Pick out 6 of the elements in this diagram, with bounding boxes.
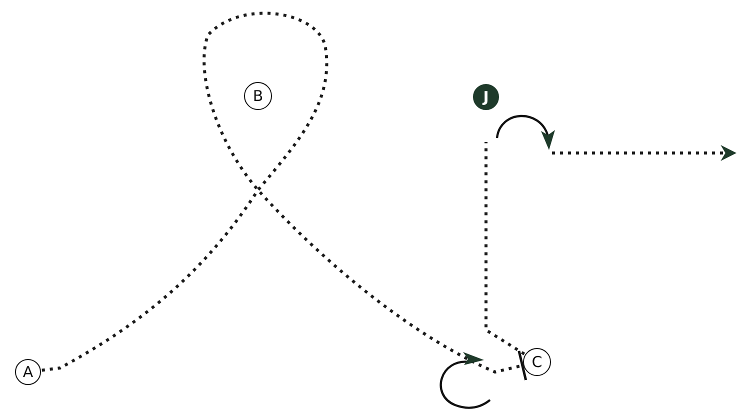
- player-path: [484, 140, 737, 356]
- player-marker: A: [15, 359, 41, 385]
- player-marker: C: [523, 348, 551, 376]
- player-path: [42, 12, 528, 382]
- filled-player-marker: J: [473, 84, 499, 110]
- player-marker: B: [244, 82, 272, 110]
